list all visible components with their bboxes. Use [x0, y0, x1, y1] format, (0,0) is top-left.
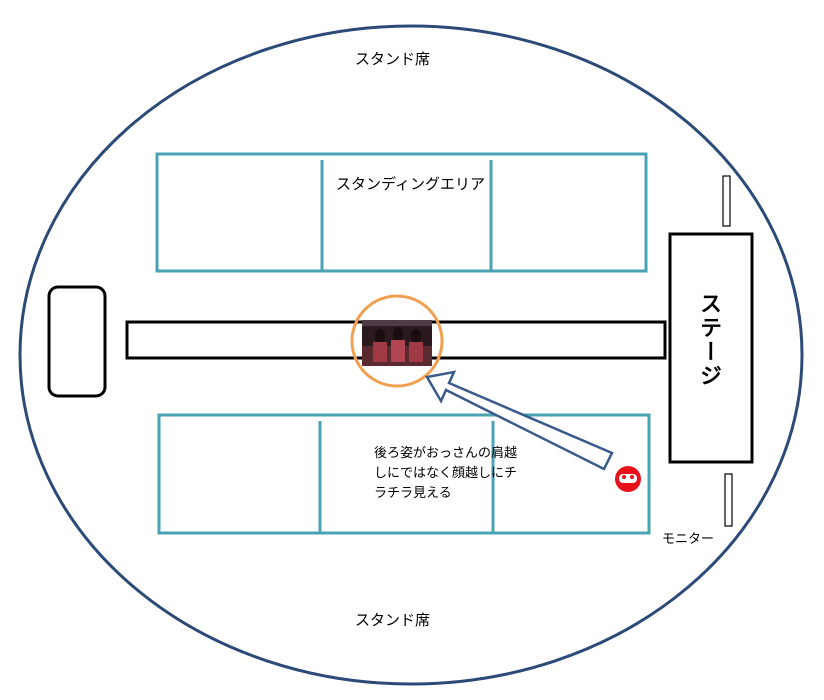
- main-stage: [668, 232, 754, 464]
- label-standing-area: スタンディングエリア: [336, 175, 485, 193]
- arena-outline: [18, 24, 804, 686]
- sight-arrow: [425, 370, 614, 471]
- label-stand-bottom: スタンド席: [355, 611, 431, 629]
- highlight-circle: [350, 294, 444, 388]
- label-monitor: モニター: [662, 532, 715, 547]
- monitor-top: [722, 175, 731, 227]
- sub-stage: [47, 285, 107, 398]
- label-stage: ステージ: [696, 292, 721, 388]
- annotation-line-3: ラチラ見える: [374, 486, 452, 501]
- annotation-line-1: 後ろ姿がおっさんの肩越: [374, 446, 518, 461]
- standing-block-upper: [155, 152, 648, 273]
- face-marker-icon: [615, 466, 641, 492]
- label-stand-top: スタンド席: [355, 50, 431, 68]
- performers-photo-icon: [362, 320, 432, 366]
- annotation-line-2: しにではなく顔越しにチ: [374, 466, 518, 481]
- standing-block-lower: [157, 413, 651, 535]
- annotation-note: 後ろ姿がおっさんの肩越 しにではなく顔越しにチ ラチラ見える: [374, 444, 559, 504]
- monitor-bottom: [724, 473, 733, 527]
